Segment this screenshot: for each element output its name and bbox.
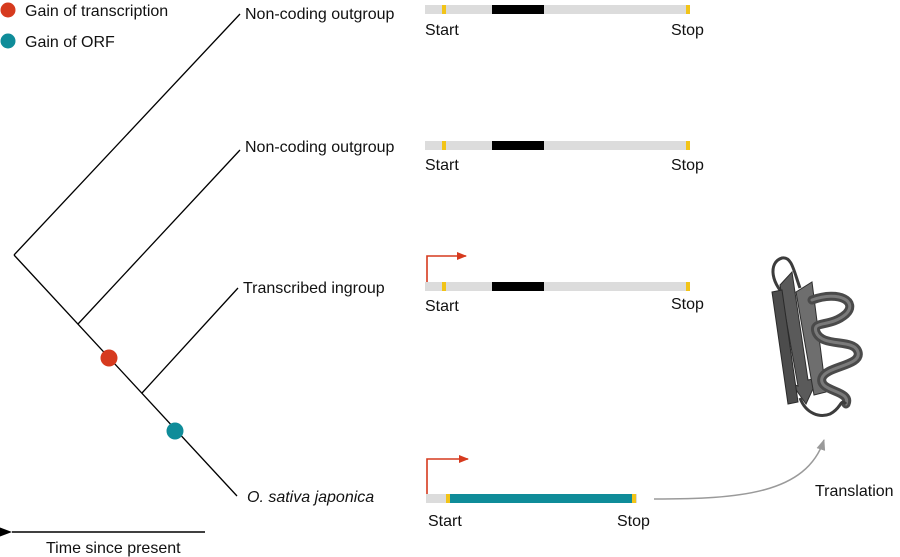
taxon-label-ingroup: Transcribed ingroup <box>243 280 385 297</box>
tree-branch-outgroup-1 <box>13 13 241 256</box>
stop-codon <box>686 5 690 14</box>
taxon-label-outgroup-1: Non-coding outgroup <box>245 6 395 23</box>
stop-codon <box>686 141 690 150</box>
promoter-arrow <box>426 455 469 494</box>
gain-of-orf-event <box>166 422 184 440</box>
start-label: Start <box>425 298 459 315</box>
orf-region-noncoding <box>492 282 544 291</box>
legend-label-transcription: Gain of transcription <box>25 3 168 20</box>
start-label: Start <box>425 157 459 174</box>
tree-branch-outgroup-2 <box>77 149 241 325</box>
gain-of-transcription-marker <box>0 2 16 18</box>
gene-bar <box>425 5 690 14</box>
start-codon <box>446 494 450 503</box>
stop-label: Stop <box>671 157 704 174</box>
stop-label: Stop <box>671 296 704 313</box>
start-label: Start <box>428 513 462 530</box>
gene-bar <box>425 282 690 291</box>
phylogenetic-tree <box>13 13 241 497</box>
start-codon <box>442 5 446 14</box>
gain-of-orf-marker <box>0 33 16 49</box>
gene-model-ingroup: Start Stop <box>425 252 704 315</box>
stop-codon <box>632 494 636 503</box>
stop-label: Stop <box>617 513 650 530</box>
tree-branch-spine <box>13 254 238 497</box>
gain-of-transcription-event <box>100 349 118 367</box>
stop-codon <box>686 282 690 291</box>
start-label: Start <box>425 22 459 39</box>
taxon-label-focal-species: O. sativa japonica <box>247 489 374 506</box>
translation-label: Translation <box>815 483 894 500</box>
start-codon <box>442 282 446 291</box>
stop-label: Stop <box>671 22 704 39</box>
orf-region-coding <box>449 494 633 503</box>
gene-bar <box>425 141 690 150</box>
translation-arrow <box>653 439 826 500</box>
tree-branch-ingroup <box>141 287 239 394</box>
orf-region-noncoding <box>492 141 544 150</box>
legend-label-orf: Gain of ORF <box>25 34 115 51</box>
gene-model-outgroup-2: Start Stop <box>425 141 704 174</box>
taxon-label-outgroup-2: Non-coding outgroup <box>245 139 395 156</box>
orf-region-noncoding <box>492 5 544 14</box>
start-codon <box>442 141 446 150</box>
time-axis-label: Time since present <box>46 540 181 557</box>
protein-structure-image <box>771 256 863 417</box>
gene-model-focal-species: Start Stop <box>426 455 650 530</box>
gene-model-outgroup-1: Start Stop <box>425 5 704 39</box>
legend: Gain of transcription Gain of ORF <box>0 2 168 51</box>
promoter-arrow <box>426 252 467 282</box>
